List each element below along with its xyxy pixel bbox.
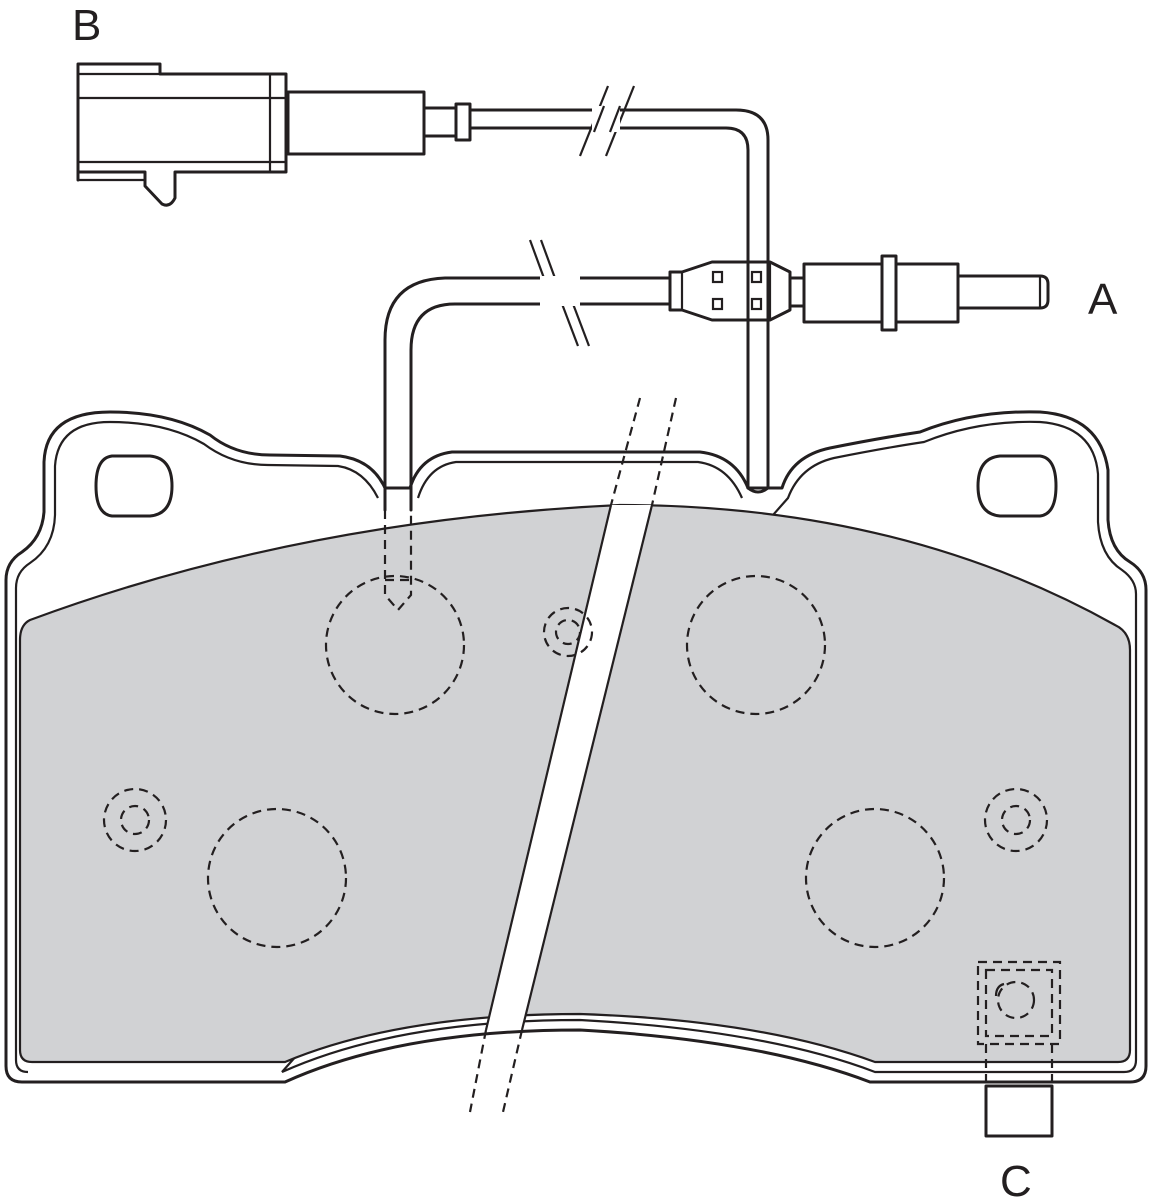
piston-circle xyxy=(685,574,827,716)
piston-circles xyxy=(206,574,946,949)
label-a: A xyxy=(1088,275,1118,324)
label-b: B xyxy=(72,1,101,50)
sensor-b-connector xyxy=(76,62,472,207)
sensor-a-connector xyxy=(668,254,1050,332)
piston-circle xyxy=(206,807,348,949)
break-band xyxy=(468,397,678,1113)
piston-circle xyxy=(804,807,946,949)
sensor-a-wire xyxy=(383,239,672,612)
piston-circle xyxy=(324,574,466,716)
label-c: C xyxy=(1000,1157,1032,1200)
mounting-hole-left xyxy=(94,454,174,518)
sensor-b-wire xyxy=(468,85,770,494)
pin-marks xyxy=(102,606,1049,853)
mounting-hole-right xyxy=(976,454,1058,518)
backing-plate xyxy=(4,410,1148,1084)
clip-c xyxy=(976,960,1062,1138)
